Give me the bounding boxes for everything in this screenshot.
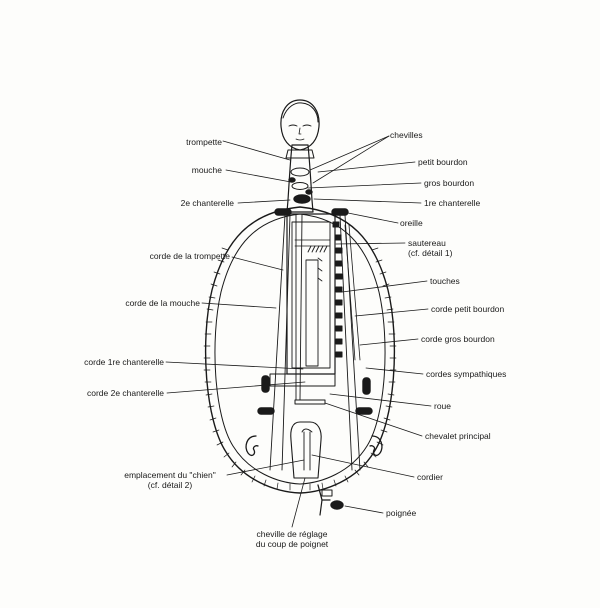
- label-touches: touches: [430, 276, 460, 286]
- label-corde-petit-bourdon: corde petit bourdon: [431, 304, 505, 314]
- label-corde-gros-bourdon: corde gros bourdon: [421, 334, 495, 344]
- label-cheville-reglage: cheville de réglage du coup de poignet: [237, 529, 347, 549]
- label-cordier: cordier: [417, 472, 443, 482]
- label-trompette: trompette: [186, 137, 222, 147]
- label-cheville-line-2: du coup de poignet: [255, 539, 329, 549]
- carved-head: [280, 99, 320, 151]
- label-chien: emplacement du "chien" (cf. détail 2): [110, 470, 230, 490]
- label-gros-bourdon: gros bourdon: [424, 178, 475, 188]
- label-chevilles: chevilles: [390, 130, 423, 140]
- label-cheville-line-1: cheville de réglage: [256, 529, 328, 539]
- pegbox: [286, 144, 314, 213]
- label-poignee: poignée: [386, 508, 417, 518]
- label-corde-mouche: corde de la mouche: [125, 298, 200, 308]
- label-petit-bourdon: petit bourdon: [418, 157, 468, 167]
- label-sautereau-line-1: sautereau: [408, 238, 446, 248]
- label-corde-chanterelle-2: corde 2e chanterelle: [86, 388, 164, 398]
- body-outline: [204, 206, 396, 494]
- label-mouche: mouche: [191, 165, 222, 175]
- label-chien-line-1: emplacement du "chien": [124, 470, 216, 480]
- label-roue: roue: [434, 401, 452, 411]
- label-sautereau: sautereau (cf. détail 1): [408, 238, 452, 258]
- label-corde-trompette: corde de la trompette: [149, 251, 230, 261]
- keys: [332, 221, 343, 358]
- label-oreille: oreille: [400, 218, 423, 228]
- label-chanterelle-2-top: 2e chanterelle: [180, 198, 234, 208]
- label-chanterelle-1-top: 1re chanterelle: [424, 198, 481, 208]
- label-chien-line-2: (cf. détail 2): [147, 480, 193, 490]
- keybox: [286, 213, 336, 375]
- label-chevalet-principal: chevalet principal: [425, 431, 491, 441]
- soundhole-right: [369, 435, 383, 456]
- body-inner-outline: [214, 213, 386, 485]
- label-cordes-sympathiques: cordes sympathiques: [426, 369, 507, 379]
- body-edge-hatching: [203, 247, 397, 491]
- label-sautereau-line-2: (cf. détail 1): [408, 248, 453, 258]
- tailpiece: [290, 421, 322, 479]
- strings: [269, 214, 361, 471]
- soundhole-left: [245, 435, 259, 456]
- leader-lines: [165, 135, 432, 528]
- label-corde-chanterelle-1: corde 1re chanterelle: [84, 357, 164, 367]
